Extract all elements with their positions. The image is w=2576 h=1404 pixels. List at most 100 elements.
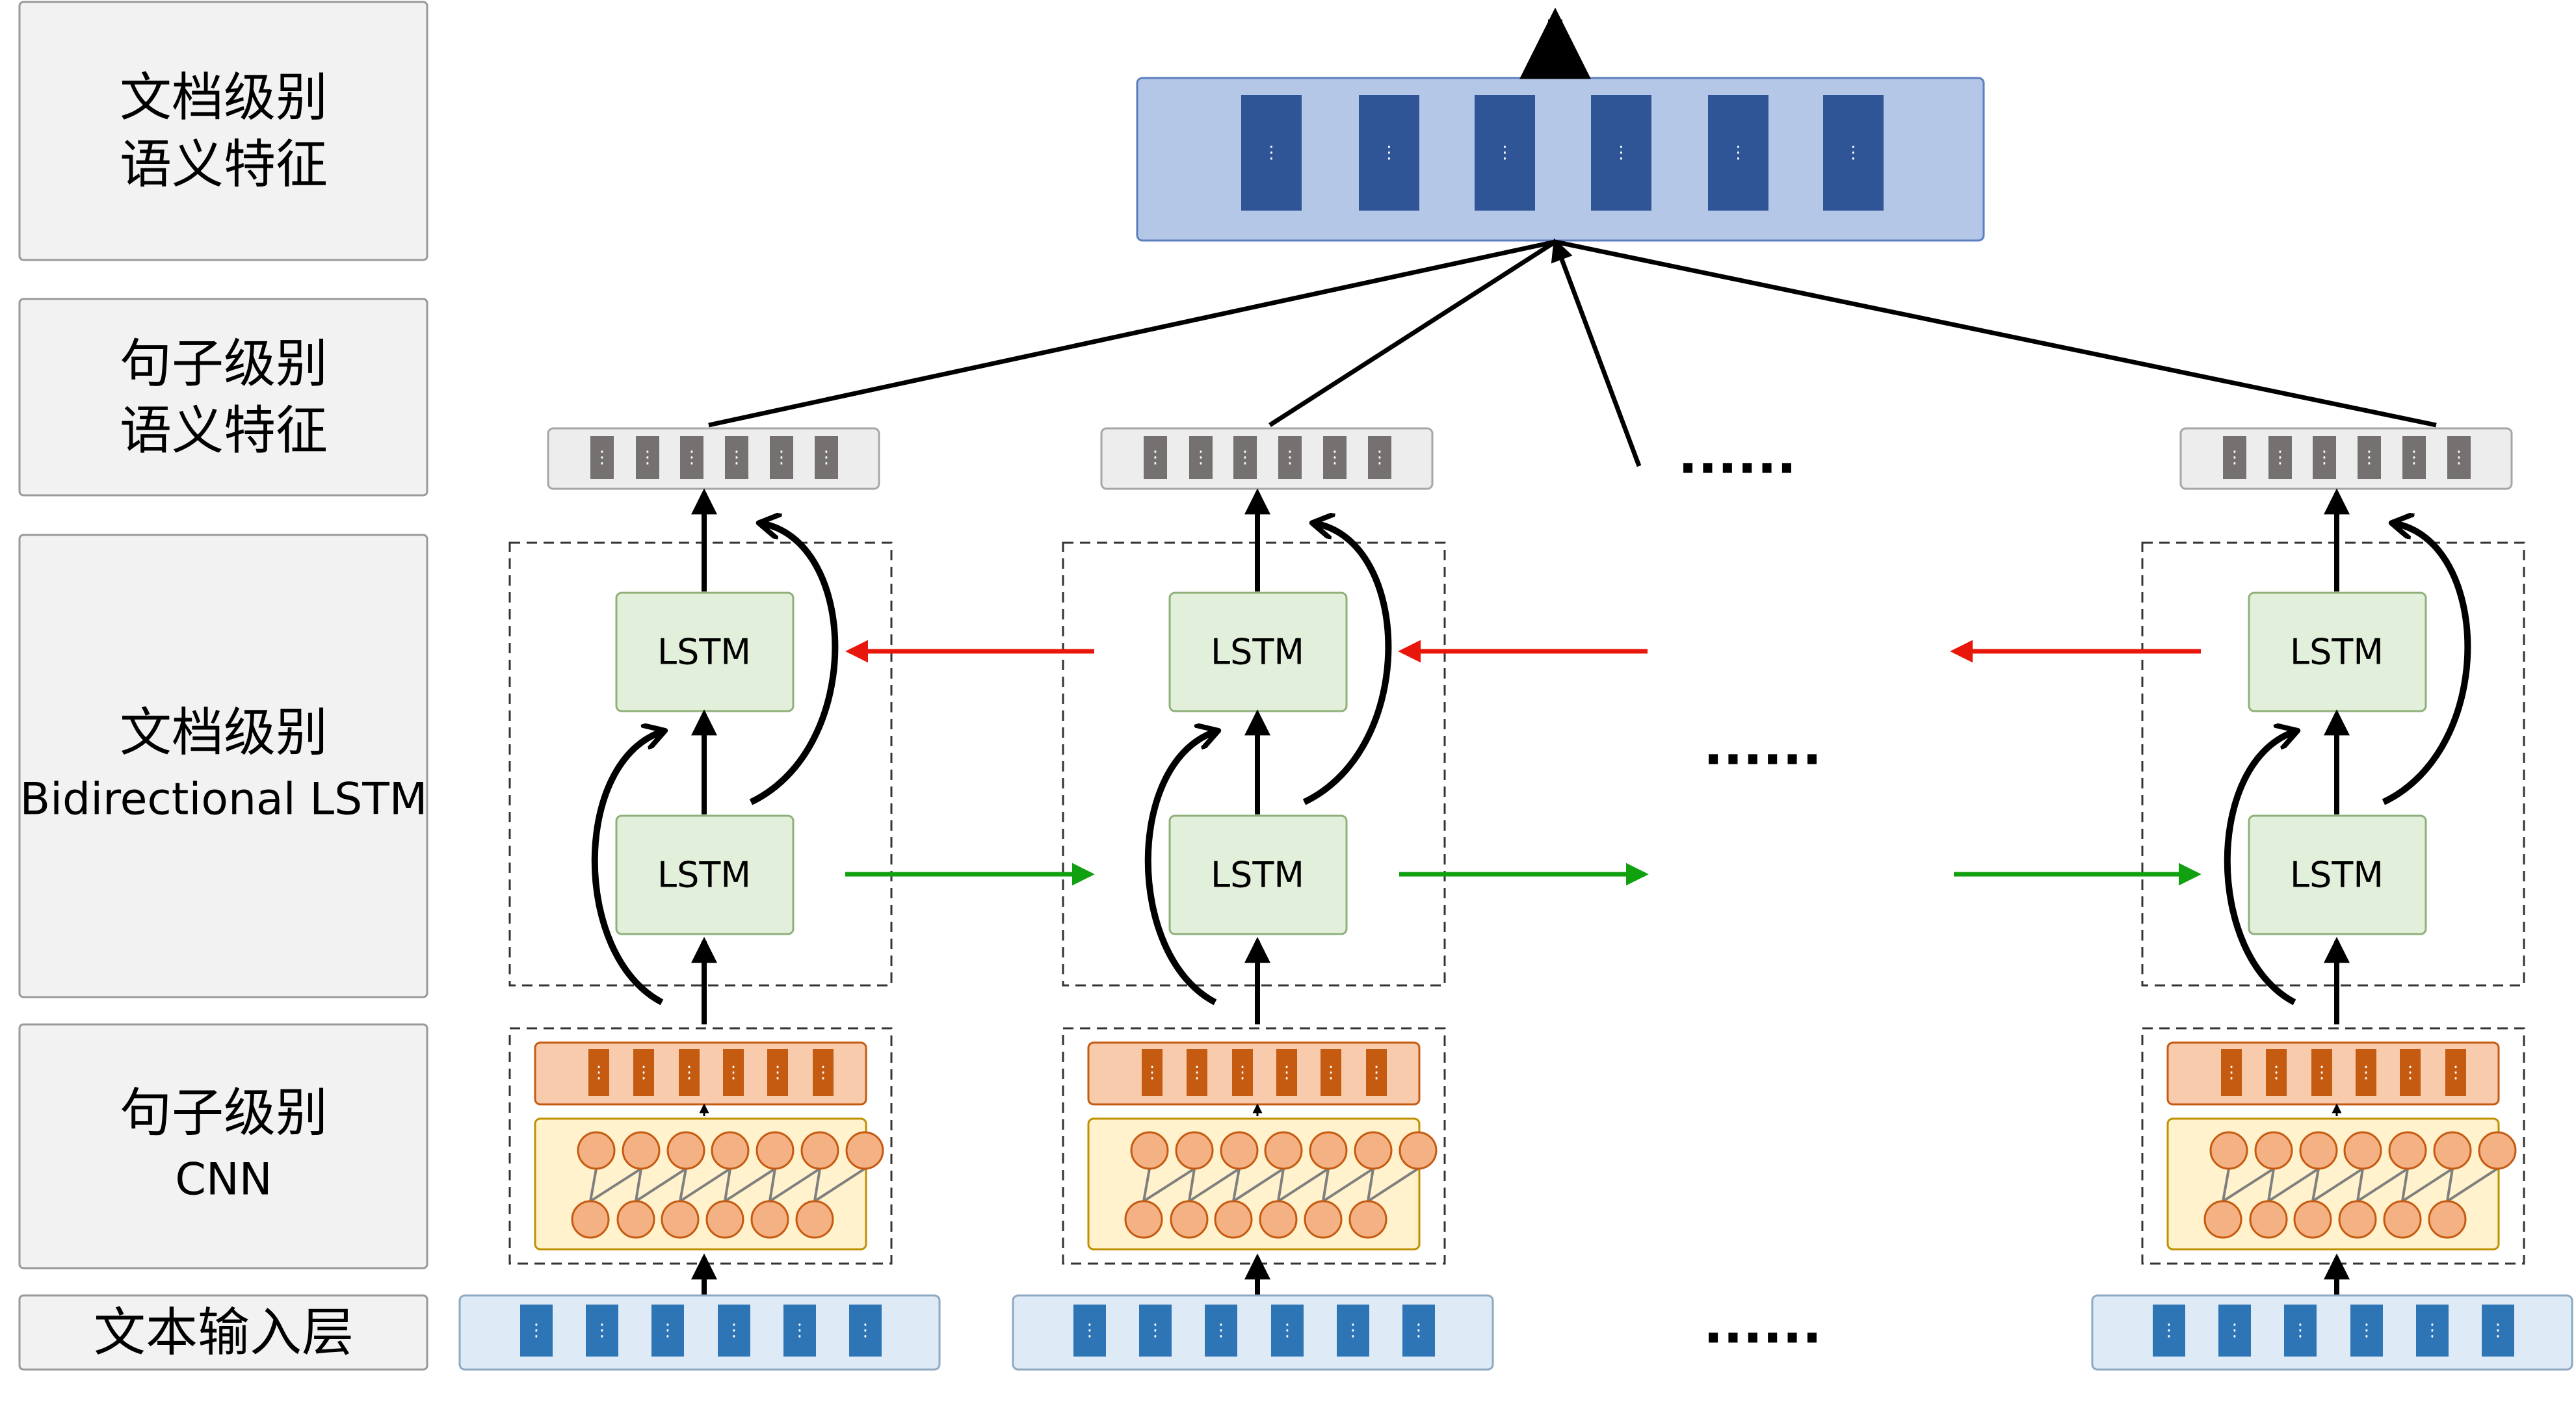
cnn-feature-cell-dots: ⋮ [2268, 1063, 2285, 1082]
forward-lstm-cell [2248, 814, 2427, 935]
input-word-cell [1205, 1305, 1237, 1357]
input-neuron [756, 1131, 795, 1170]
input-neuron [1220, 1131, 1259, 1170]
input-word-cell [2218, 1305, 2251, 1357]
sentence-to-document-connections [708, 238, 2437, 467]
conv-connection [1142, 1167, 1196, 1202]
aggregation-line [708, 239, 1556, 428]
cnn-feature-cell-dots: ⋮ [1278, 1063, 1295, 1082]
input-word-cell [1402, 1305, 1435, 1357]
label-box [18, 534, 428, 998]
input-neuron [2388, 1131, 2427, 1170]
input-word-cell [651, 1305, 684, 1357]
input-word-cell [2350, 1305, 2383, 1357]
input-word-cell [1139, 1305, 1172, 1357]
input-neuron [845, 1131, 884, 1170]
sentence-feature-cell-dots: ⋮ [818, 448, 835, 467]
conv-connection [635, 1167, 687, 1202]
input-layer-box [458, 1294, 941, 1371]
sentence-feature-cell-dots: ⋮ [2361, 448, 2378, 467]
input-neuron [2478, 1131, 2517, 1170]
cnn-feature-cell-dots: ⋮ [769, 1063, 786, 1082]
sentence-feature-cell [1278, 436, 1302, 479]
conv-neuron [1124, 1200, 1163, 1239]
conv-connection [2222, 1168, 2230, 1202]
conv-connection [679, 1168, 687, 1202]
bilstm-container [508, 541, 893, 987]
input-neuron [1130, 1131, 1169, 1170]
sentence-feature-cell-dots: ⋮ [2451, 448, 2467, 467]
conv-connection [813, 1167, 866, 1202]
conv-neuron [1214, 1200, 1253, 1239]
input-word-cell-dots: ⋮ [2292, 1321, 2309, 1340]
sentence-feature-cell-dots: ⋮ [683, 448, 700, 467]
cnn-feature-cell-dots: ⋮ [725, 1063, 742, 1082]
cnn-feature-cell-dots: ⋮ [2223, 1063, 2240, 1082]
sentence-feature-cell-dots: ⋮ [1192, 448, 1209, 467]
input-word-cell [783, 1305, 816, 1357]
input-neuron [2299, 1131, 2338, 1170]
input-neuron [1309, 1131, 1348, 1170]
cnn-feature-cell-dots: ⋮ [681, 1063, 698, 1082]
input-word-cell [1073, 1305, 1106, 1357]
forward-lstm-cell [1168, 814, 1348, 935]
conv-connection [813, 1168, 821, 1202]
input-word-cell-dots: ⋮ [659, 1321, 676, 1340]
label-box [18, 298, 428, 497]
label-box [18, 1, 428, 261]
conv-connection [1277, 1167, 1330, 1202]
conv-neuron [1304, 1200, 1343, 1239]
conv-connection [2311, 1167, 2364, 1202]
sentence-feature-cell [725, 436, 748, 479]
input-word-cell-dots: ⋮ [2161, 1321, 2177, 1340]
sentence-feature-cell-dots: ⋮ [2226, 448, 2243, 467]
input-word-cell-dots: ⋮ [1213, 1321, 1229, 1340]
label-box [18, 1023, 428, 1269]
sentence-feature-cell-dots: ⋮ [1326, 448, 1343, 467]
doc-feature-cell-dots: ⋮ [1497, 143, 1514, 162]
cnn-feature-cell [2221, 1049, 2242, 1096]
sentence-feature-cell [1323, 436, 1347, 479]
cnn-container [508, 1027, 893, 1265]
aggregation-line [1555, 239, 2437, 428]
conv-neuron [1170, 1200, 1209, 1239]
label-text: 语义特征 [120, 400, 328, 461]
cnn-feature-cell [2400, 1049, 2421, 1096]
input-word-cell [1337, 1305, 1369, 1357]
input-neuron [1354, 1131, 1393, 1170]
input-neuron [577, 1131, 616, 1170]
cnn-feature-cell [1232, 1049, 1253, 1096]
curved-skip-arrow-upper [2382, 523, 2471, 805]
cnn-container [1062, 1027, 1446, 1265]
conv-neuron [2383, 1200, 2422, 1239]
conv-connection [2267, 1168, 2275, 1202]
input-word-cell [586, 1305, 618, 1357]
conv-neuron [2203, 1200, 2242, 1239]
bilstm-container [1062, 541, 1446, 987]
input-word-cell-dots: ⋮ [726, 1321, 743, 1340]
forward-lstm-cell [615, 814, 795, 935]
conv-neuron [616, 1200, 655, 1239]
sentence-feature-cell [636, 436, 659, 479]
cnn-feature-cell [1321, 1049, 1341, 1096]
curved-skip-arrow-upper [1302, 523, 1392, 805]
label-text: 句子级别 [120, 333, 328, 394]
conv-connection [1322, 1168, 1330, 1202]
conv-connection [589, 1167, 642, 1202]
sentence-feature-cell [2358, 436, 2381, 479]
cnn-feature-cell [633, 1049, 654, 1096]
conv-connection [679, 1167, 731, 1202]
conv-neuron [2338, 1200, 2377, 1239]
label-text: 文档级别 [120, 68, 328, 128]
input-neuron [800, 1131, 839, 1170]
conv-neuron [2293, 1200, 2332, 1239]
cnn-feature-cell [2445, 1049, 2466, 1096]
doc-feature-cell-dots: ⋮ [1381, 143, 1398, 162]
label-text: CNN [175, 1154, 272, 1206]
conv-connection [635, 1168, 642, 1202]
